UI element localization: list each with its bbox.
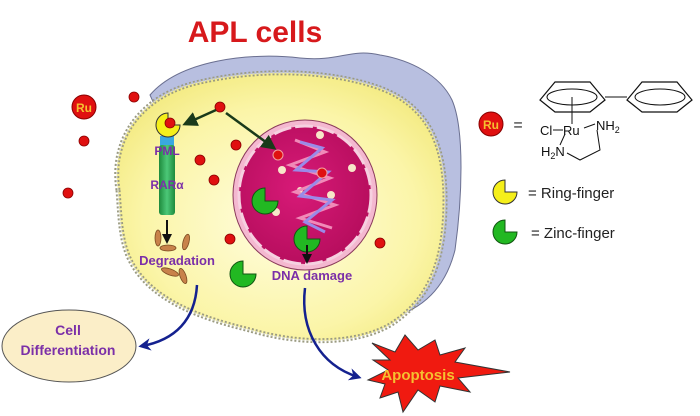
differentiation-line2: Differentiation: [21, 342, 116, 358]
legend-ring-finger: = Ring-finger: [492, 179, 614, 205]
degradation-label: Degradation: [139, 253, 215, 268]
apoptosis-label: Apoptosis: [381, 367, 454, 384]
ru-legend-icon: [478, 111, 504, 137]
ru-large-label: Ru: [76, 101, 92, 115]
nucleolus-dot: [316, 131, 324, 139]
zinc-finger-icon: [251, 187, 279, 215]
dna-helix: [285, 138, 340, 234]
ru-particle: [272, 149, 284, 161]
title: APL cells: [188, 16, 323, 49]
legend-ru: Ru =: [478, 111, 523, 137]
pml-rara-protein: [155, 112, 181, 215]
ru-particles-outside: [62, 91, 140, 199]
ru-particles-cytoplasm: [194, 101, 386, 249]
ring-finger-label: = Ring-finger: [528, 185, 614, 202]
ru-to-nucleus-arrow: [225, 111, 277, 150]
zinc-finger-icon: [492, 219, 518, 245]
legend-zinc-finger: = Zinc-finger: [492, 219, 615, 245]
zinc-finger-label: = Zinc-finger: [531, 225, 615, 242]
nucleolus-dot: [348, 164, 356, 172]
membrane-beads: [116, 72, 446, 342]
apoptosis-burst: [366, 334, 511, 414]
ru-legend-symbol: Ru: [483, 118, 499, 132]
ru-complex-structure: [539, 81, 693, 161]
h2n-left-atom: H2N: [541, 144, 565, 161]
rara-segment: [159, 145, 175, 215]
cell-differentiation-bubble: [1, 309, 137, 383]
nucleolus-dot: [327, 191, 335, 199]
cl-atom: Cl: [540, 123, 552, 138]
dna-damage-label: DNA damage: [272, 268, 352, 283]
nucleus: [232, 119, 378, 271]
nh2-top-atom: NH2: [596, 118, 620, 135]
ru-large-particle: [71, 94, 97, 120]
ru-to-pml-arrow: [182, 108, 217, 126]
differentiation-arrow: [138, 284, 199, 351]
rara-label: RARα: [150, 178, 184, 192]
ru-particle: [316, 167, 328, 179]
ru-particle: [164, 117, 176, 129]
zinc-finger-icon: [293, 225, 321, 253]
nucleolus-dot: [278, 166, 286, 174]
apoptosis-arrow: [303, 287, 362, 381]
zinc-finger-icon: [229, 260, 257, 288]
pml-label: PML: [154, 144, 179, 158]
degradation-fragments: [154, 229, 190, 284]
differentiation-line1: Cell: [55, 322, 81, 338]
ru-atom: Ru: [563, 123, 580, 138]
ring-finger-icon: [155, 112, 181, 138]
ru-legend-equals: =: [513, 117, 522, 134]
ring-finger-icon: [492, 179, 518, 205]
